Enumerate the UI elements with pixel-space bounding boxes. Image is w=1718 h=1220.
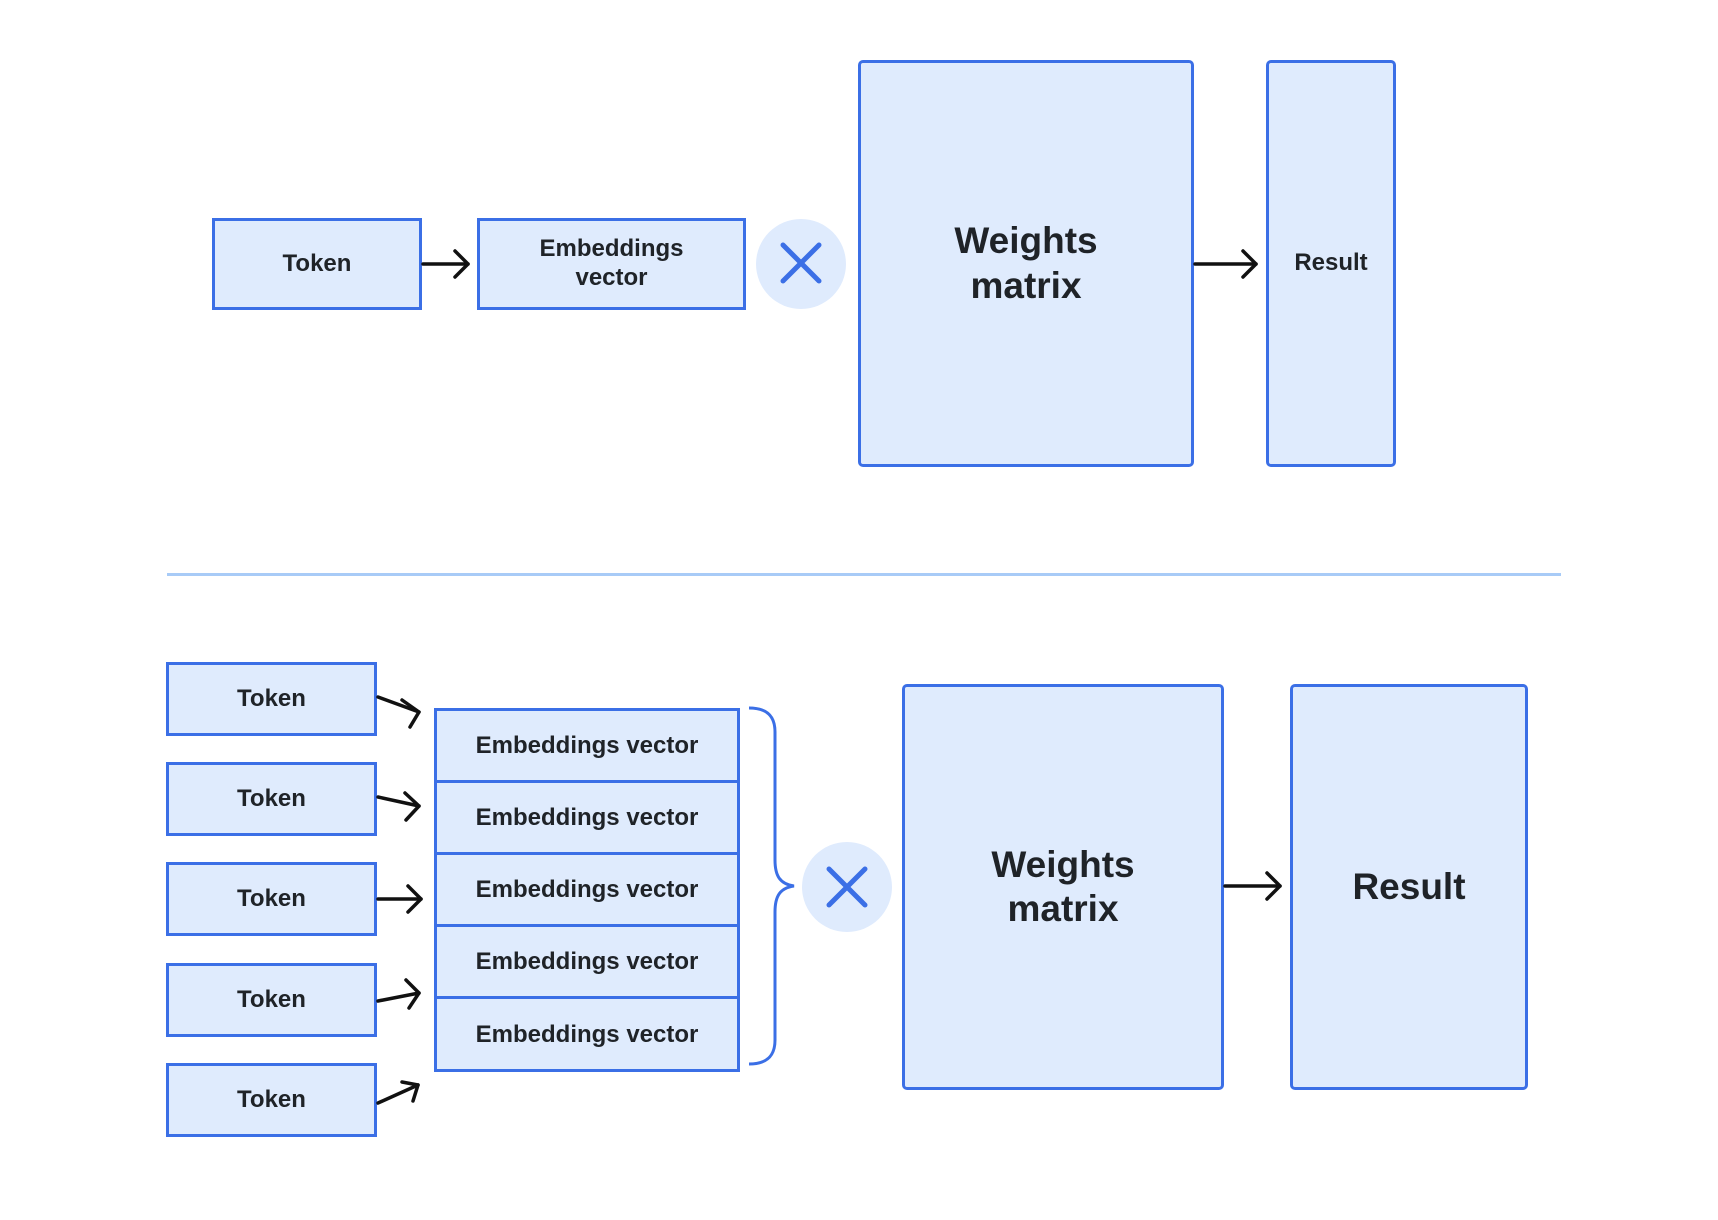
bottom-token-label: Token — [237, 684, 306, 712]
arrow-icon — [376, 884, 423, 914]
bottom-result-box: Result — [1290, 684, 1528, 1090]
bottom-token-box: Token — [166, 662, 377, 736]
top-result-label: Result — [1294, 249, 1368, 277]
multiply-icon — [826, 866, 868, 908]
bottom-token-label: Token — [237, 784, 306, 812]
bottom-token-box: Token — [166, 862, 377, 936]
top-embeddings-label-line2: vector — [575, 264, 648, 291]
bottom-weights-matrix-box: Weights matrix — [902, 684, 1224, 1090]
curly-brace-icon — [748, 706, 795, 1066]
top-weights-label-line1: Weights — [954, 220, 1098, 262]
arrow-icon — [1223, 871, 1282, 901]
embeddings-row: Embeddings vector — [437, 711, 737, 783]
top-embeddings-box: Embeddings vector — [477, 218, 746, 310]
top-token-label: Token — [282, 249, 352, 277]
top-result-box: Result — [1266, 60, 1396, 467]
arrow-icon — [376, 1080, 420, 1105]
bottom-result-label: Result — [1352, 865, 1466, 907]
arrow-icon — [421, 249, 470, 279]
bottom-weights-label-line1: Weights — [991, 843, 1135, 885]
bottom-token-label: Token — [237, 985, 306, 1013]
arrow-icon — [1193, 249, 1258, 279]
embeddings-row: Embeddings vector — [437, 855, 737, 927]
bottom-token-label: Token — [237, 884, 306, 912]
multiply-icon — [780, 242, 822, 284]
embeddings-row: Embeddings vector — [475, 1021, 699, 1048]
arrow-icon — [376, 695, 421, 729]
embeddings-stack: Embeddings vector Embeddings vector Embe… — [434, 708, 740, 1072]
bottom-token-box: Token — [166, 963, 377, 1037]
bottom-token-box: Token — [166, 762, 377, 836]
bottom-weights-label-line2: matrix — [1007, 888, 1119, 929]
bottom-token-label: Token — [237, 1085, 306, 1113]
top-weights-matrix-box: Weights matrix — [858, 60, 1194, 467]
top-token-box: Token — [212, 218, 422, 310]
section-divider — [167, 573, 1561, 576]
top-embeddings-label-line1: Embeddings — [539, 235, 684, 263]
arrow-icon — [376, 791, 421, 822]
bottom-token-box: Token — [166, 1063, 377, 1137]
embeddings-row: Embeddings vector — [437, 783, 737, 855]
embeddings-row: Embeddings vector — [437, 927, 737, 999]
top-weights-label-line2: matrix — [970, 264, 1082, 306]
arrow-icon — [376, 978, 421, 1010]
